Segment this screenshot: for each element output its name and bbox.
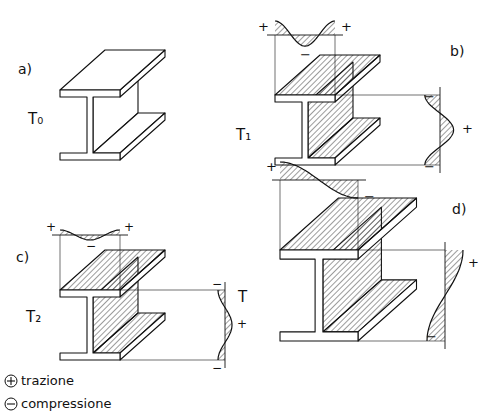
stress-area bbox=[425, 95, 454, 165]
guide-line bbox=[120, 235, 121, 290]
legend-text: trazione bbox=[21, 374, 74, 387]
guide-line bbox=[275, 35, 276, 95]
guide-line bbox=[120, 360, 225, 361]
stress-sign: + bbox=[237, 318, 247, 330]
stress-baseline bbox=[440, 87, 441, 173]
stress-sign: − bbox=[86, 240, 96, 252]
figure-label: T₂ bbox=[26, 310, 41, 325]
legend-text: compressione bbox=[21, 397, 111, 410]
figure-label: T bbox=[238, 290, 247, 305]
beam-section bbox=[60, 290, 120, 360]
stress-baseline bbox=[272, 180, 366, 181]
guide-line bbox=[335, 35, 336, 95]
stress-sign: − bbox=[424, 160, 435, 173]
figure-label: T₁ bbox=[236, 128, 251, 143]
flange-edge bbox=[358, 280, 417, 341]
stress-baseline bbox=[225, 282, 226, 368]
legend-symbol bbox=[10, 377, 11, 385]
flange-face bbox=[275, 55, 380, 95]
guide-line bbox=[60, 235, 61, 290]
stress-sign: + bbox=[266, 160, 277, 173]
legend-symbol bbox=[5, 375, 17, 387]
beam-section bbox=[275, 95, 335, 165]
guide-line bbox=[358, 250, 445, 251]
stress-sign: + bbox=[46, 221, 56, 233]
figure-label: T₀ bbox=[28, 112, 43, 127]
flange-face bbox=[60, 50, 165, 90]
stress-sign: − bbox=[426, 330, 437, 343]
flange-face bbox=[60, 250, 165, 290]
stress-baseline bbox=[52, 235, 128, 236]
guide-line bbox=[120, 290, 225, 291]
stress-sign: + bbox=[258, 20, 269, 33]
stress-sign: − bbox=[212, 362, 222, 374]
legend-symbol bbox=[5, 398, 17, 410]
figure-label: a) bbox=[18, 62, 32, 76]
beam-section bbox=[60, 90, 120, 160]
flange-edge bbox=[120, 313, 165, 360]
stress-curve bbox=[275, 21, 335, 46]
stress-curve bbox=[425, 95, 454, 165]
stress-sign: + bbox=[468, 256, 479, 269]
legend-symbol bbox=[7, 403, 15, 404]
stress-sign: − bbox=[424, 90, 435, 103]
guide-line bbox=[280, 180, 281, 250]
flange-edge bbox=[335, 118, 380, 165]
beam-section bbox=[280, 250, 358, 341]
stress-sign: − bbox=[364, 190, 375, 203]
stress-sign: + bbox=[124, 221, 134, 233]
figure-label: b) bbox=[450, 44, 464, 58]
stress-sign: − bbox=[212, 278, 222, 290]
stress-sign: + bbox=[462, 122, 473, 135]
flange-face bbox=[280, 198, 417, 250]
flange-edge bbox=[120, 113, 165, 160]
stress-area bbox=[275, 21, 335, 46]
stress-baseline bbox=[267, 35, 343, 36]
stress-baseline bbox=[445, 242, 446, 349]
stress-sign: − bbox=[300, 48, 311, 61]
stress-sign: + bbox=[341, 20, 352, 33]
figure-label: d) bbox=[452, 202, 466, 216]
figure-label: c) bbox=[16, 250, 29, 264]
